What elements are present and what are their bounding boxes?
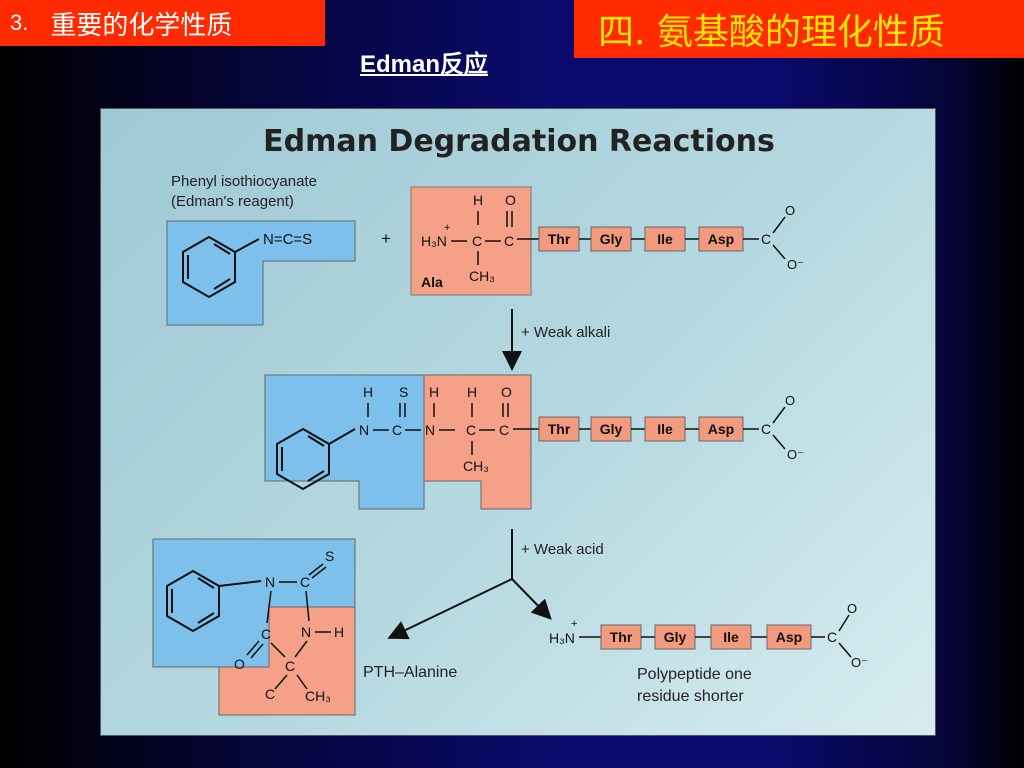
svg-text:C: C (300, 574, 310, 590)
reagent-label-2: (Edman's reagent) (171, 193, 294, 210)
svg-text:O: O (785, 393, 795, 408)
svg-text:CH₃: CH₃ (463, 458, 489, 474)
svg-text:C: C (499, 422, 509, 438)
benzene-ring-3 (166, 569, 262, 633)
residue-asp: Asp (708, 231, 734, 247)
alanine-box (410, 186, 532, 296)
svg-text:C: C (285, 658, 295, 674)
svg-text:H₃N: H₃N (421, 233, 447, 249)
svg-text:O: O (501, 384, 512, 400)
residue-gly: Gly (600, 231, 623, 247)
residue-asp: Asp (708, 421, 734, 437)
svg-text:O: O (505, 192, 516, 208)
ala-label: Ala (421, 274, 443, 290)
shorter-label-2: residue shorter (637, 688, 744, 705)
svg-text:CH₃: CH₃ (305, 688, 331, 704)
step2-label: + Weak acid (521, 541, 604, 558)
residue-gly: Gly (600, 421, 623, 437)
slide-subtitle: Edman反应 (360, 51, 489, 78)
peptide-chain-2: Thr Gly Ile Asp C O O⁻ (513, 393, 804, 462)
svg-text:O: O (785, 203, 795, 218)
pth-label: PTH–Alanine (363, 664, 457, 681)
residue-gly: Gly (664, 629, 687, 645)
reagent-box (166, 220, 356, 326)
arrow-to-pth (387, 578, 513, 640)
svg-text:S: S (399, 384, 408, 400)
svg-text:+: + (444, 222, 450, 234)
step1-label: + Weak alkali (521, 324, 610, 341)
pth-salmon-region (218, 606, 356, 716)
svg-text:C: C (827, 629, 837, 645)
chapter-title: 四. 氨基酸的理化性质 (598, 12, 945, 53)
svg-text:C: C (261, 626, 271, 642)
residue-thr: Thr (548, 231, 571, 247)
section-tag: 3. 重要的化学性质 (0, 0, 325, 46)
residue-thr: Thr (548, 421, 571, 437)
svg-text:H: H (334, 624, 344, 640)
svg-text:O⁻: O⁻ (851, 655, 868, 670)
peptide-chain-1: Thr Gly Ile Asp C O O⁻ (517, 203, 804, 272)
svg-text:O⁻: O⁻ (787, 257, 804, 272)
svg-text:H: H (429, 384, 439, 400)
reagent-label-1: Phenyl isothiocyanate (171, 173, 317, 190)
svg-text:H: H (473, 192, 483, 208)
svg-text:O: O (847, 601, 857, 616)
svg-text:O⁻: O⁻ (787, 447, 804, 462)
svg-text:CH₃: CH₃ (469, 268, 495, 284)
thiourea-structure: H N C S H N H C C O CH₃ (359, 384, 512, 474)
plus-sign: + (381, 229, 391, 248)
intermediate-salmon-region (423, 374, 532, 510)
svg-text:C: C (265, 686, 275, 702)
svg-text:C: C (472, 233, 482, 249)
benzene-ring-2 (276, 427, 356, 491)
svg-text:C: C (466, 422, 476, 438)
peptide-chain-3: H₃N + Thr Gly Ile Asp C O O⁻ (549, 601, 868, 670)
svg-text:H: H (467, 384, 477, 400)
alanine-structure: H H₃N + C C O CH₃ (421, 192, 516, 284)
reaction-diagram: Edman Degradation Reactions Phenyl isoth… (152, 124, 868, 716)
svg-text:H₃N: H₃N (549, 630, 575, 646)
residue-ile: Ile (657, 421, 673, 437)
svg-text:N: N (301, 624, 311, 640)
svg-text:C: C (761, 421, 771, 437)
svg-text:C: C (504, 233, 514, 249)
section-number: 3. (10, 10, 29, 35)
residue-thr: Thr (610, 629, 633, 645)
residue-ile: Ile (723, 629, 739, 645)
residue-ile: Ile (657, 231, 673, 247)
section-title: 重要的化学性质 (50, 9, 233, 40)
benzene-ring-1 (182, 235, 260, 299)
ncs-group: N=C=S (263, 231, 312, 248)
svg-text:N: N (425, 422, 435, 438)
svg-text:S: S (325, 548, 334, 564)
chapter-tag: 四. 氨基酸的理化性质 (574, 0, 1024, 58)
svg-text:O: O (234, 656, 245, 672)
edman-figure: Edman Degradation Reactions Phenyl isoth… (100, 108, 936, 736)
svg-text:C: C (761, 231, 771, 247)
arrow-to-peptide (511, 578, 552, 620)
figure-title: Edman Degradation Reactions (263, 124, 775, 159)
svg-text:H: H (363, 384, 373, 400)
svg-text:N: N (265, 574, 275, 590)
shorter-label-1: Polypeptide one (637, 666, 752, 683)
residue-asp: Asp (776, 629, 802, 645)
svg-text:C: C (392, 422, 402, 438)
pth-ring-structure: N C S C N H O C C CH₃ (234, 548, 344, 704)
svg-text:+: + (571, 618, 577, 630)
svg-text:N: N (359, 422, 369, 438)
